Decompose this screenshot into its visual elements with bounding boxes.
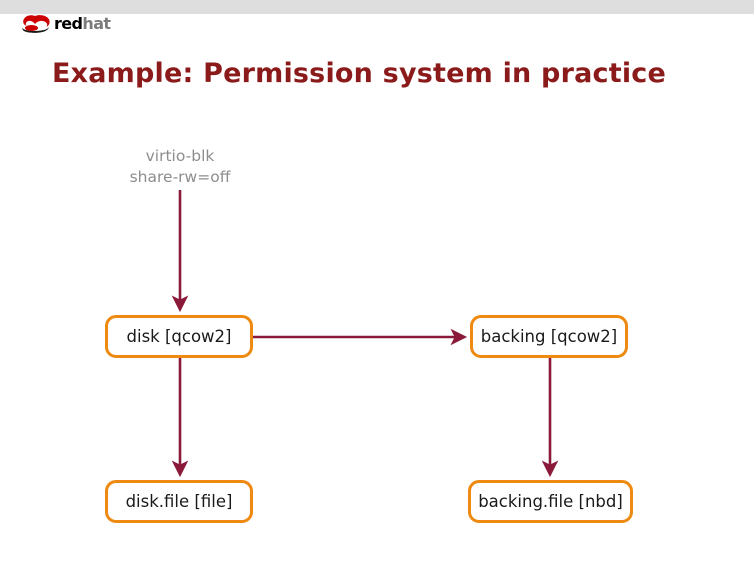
node-backing-file[interactable]: backing.file [nbd]	[468, 480, 633, 523]
redhat-shadowman-icon	[22, 15, 50, 33]
logo-text-red: red	[54, 14, 83, 33]
node-backing[interactable]: backing [qcow2]	[470, 315, 628, 358]
edge-label-virtio-blk: virtio-blk share-rw=off	[90, 146, 270, 188]
top-gray-band	[0, 0, 754, 14]
redhat-logo: redhat	[20, 12, 111, 36]
logo-text-hat: hat	[82, 14, 111, 33]
page-title: Example: Permission system in practice	[52, 58, 666, 89]
edge-label-line-1: virtio-blk	[145, 147, 215, 165]
node-disk[interactable]: disk [qcow2]	[105, 315, 253, 358]
edge-label-line-2: share-rw=off	[129, 168, 231, 186]
node-disk-file[interactable]: disk.file [file]	[105, 480, 253, 523]
logo-wordmark: redhat	[54, 14, 111, 33]
